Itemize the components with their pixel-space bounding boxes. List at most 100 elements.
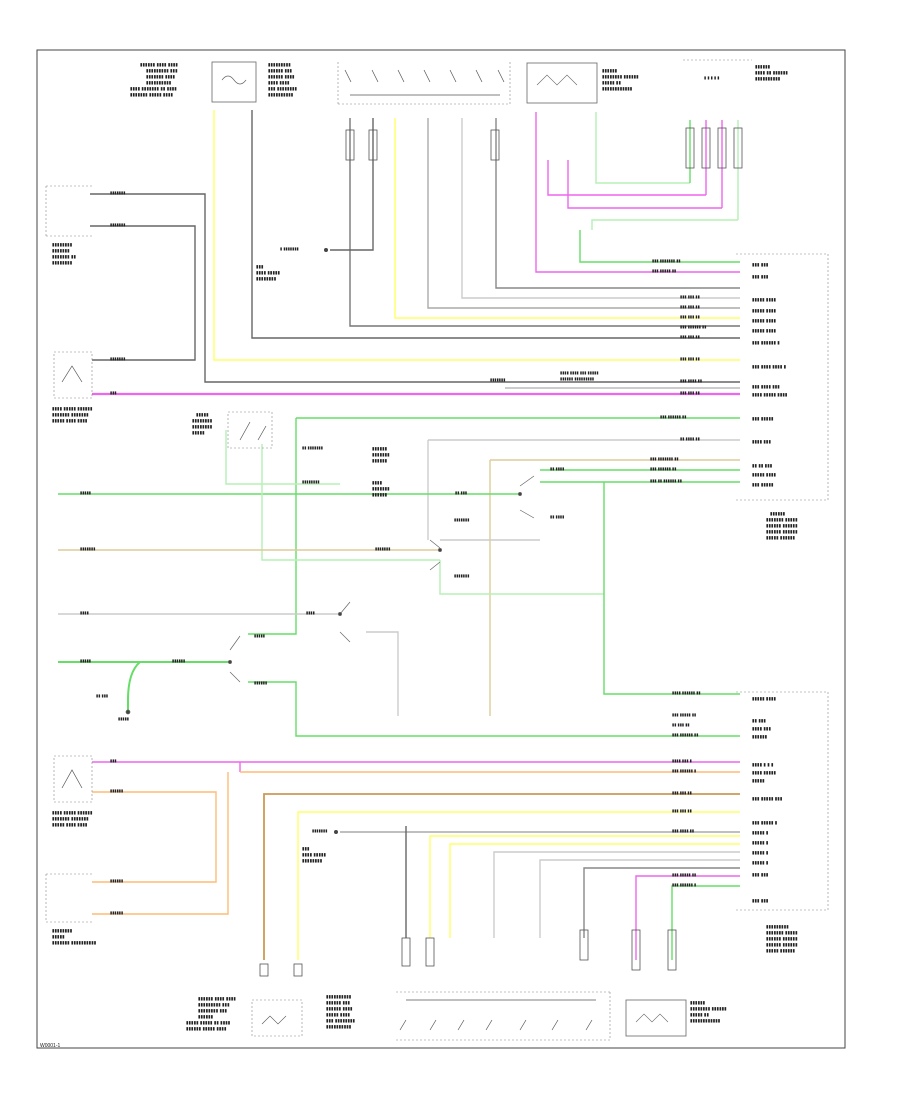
diagram-mark: [685, 127, 695, 169]
selector-switch-upper: ▮▮▮▮▮▮▮▮ ▮▮▮▮▮▮▮ ▮▮▮▮▮▮▮ ▮▮ ▮▮▮▮▮▮▮▮: [45, 185, 92, 265]
fuel-level-sensor-upper: ▮▮▮▮ ▮▮▮▮▮ ▮▮▮▮▮▮ ▮▮▮▮▮▮▮ ▮▮▮▮▮▮▮ ▮▮▮▮▮ …: [52, 351, 93, 423]
diagram-mark: ▮▮▮▮▮▮: [602, 68, 618, 73]
diagram-mark: ▮▮▮▮▮▮: [752, 734, 768, 739]
diagram-mark: ▮▮▮▮▮▮: [110, 910, 123, 915]
connector-stubs: [259, 127, 743, 977]
diagram-mark: ▮▮▮▮ ▮▮▮▮▮: [256, 270, 280, 275]
diagram-mark: [259, 963, 269, 977]
diagram-mark: ▮▮ ▮▮▮: [752, 718, 766, 723]
diagram-mark: ▮▮▮▮▮ ▮▮▮▮: [752, 696, 776, 701]
diagram-mark: ▮▮▮▮▮▮▮▮: [52, 242, 73, 247]
diagram-mark: ▮▮▮▮▮: [118, 716, 129, 721]
diagram-mark: [53, 351, 93, 399]
diagram-mark: ▮▮▮▮ ▮▮▮▮▮: [302, 852, 326, 857]
diagram-mark: ▮▮▮▮▮▮▮▮▮: [766, 924, 789, 929]
diagram-mark: ▮▮▮▮▮▮▮▮: [256, 276, 277, 281]
wire-gray-6: [366, 631, 399, 716]
control-module-upper: ▮▮▮ ▮▮▮ ▮▮▮ ▮▮▮ ▮▮▮▮▮ ▮▮▮▮ ▮▮▮▮▮ ▮▮▮▮ ▮▮…: [736, 253, 829, 540]
diagram-mark: ▮▮▮ ▮▮▮▮▮▮▮ ▮▮: [652, 258, 681, 263]
diagram-mark: ▮▮▮: [110, 758, 117, 763]
diagram-mark: [251, 999, 303, 1037]
diagram-mark: [536, 74, 578, 86]
diagram-mark: [338, 612, 342, 616]
diagram-mark: [526, 62, 598, 104]
wire-pink-8: [635, 875, 740, 960]
diagram-mark: ▮▮▮▮ ▮▮▮▮▮ ▮▮▮▮▮▮: [52, 406, 93, 411]
diagram-mark: ▮▮▮▮▮▮▮ ▮▮▮▮▮ ▮▮▮▮: [130, 92, 173, 97]
footer-code: W0001-1: [40, 1043, 61, 1049]
diagram-mark: ▮▮▮▮▮▮: [198, 1014, 214, 1019]
diagram-mark: ▮▮▮▮▮▮▮: [490, 377, 505, 382]
diagram-mark: ▮▮▮ ▮▮▮: [752, 274, 769, 279]
diagram-mark: ▮▮▮▮▮▮ ▮▮▮▮: [268, 74, 295, 79]
wire-yellow-3: [297, 811, 740, 960]
diagram-mark: ▮▮▮▮▮ ▮: [752, 860, 769, 865]
diagram-mark: ▮▮▮▮▮▮▮: [375, 546, 390, 551]
diagram-mark: [339, 601, 351, 643]
diagram-mark: ▮▮▮ ▮▮▮▮▮▮ ▮▮: [660, 414, 686, 419]
diagram-mark: ▮▮▮▮▮▮: [172, 658, 185, 663]
diagram-mark: [334, 830, 338, 834]
diagram-mark: ▮▮▮▮▮▮▮▮▮▮: [146, 80, 172, 85]
relay-switch-mid: ▮▮▮▮▮ ▮▮▮▮▮▮▮▮ ▮▮▮▮▮▮▮▮ ▮▮▮▮▮ ▮▮▮▮▮▮ ▮▮▮…: [192, 411, 390, 497]
diagram-mark: ▮▮▮▮: [372, 480, 383, 485]
wire-pink-1: [535, 112, 740, 273]
diagram-mark: ▮▮▮▮▮ ▮: [752, 830, 769, 835]
diagram-mark: ▮▮▮▮ ▮▮▮▮▮: [752, 770, 776, 775]
diagram-mark: ▮▮▮▮▮▮ ▮▮▮▮▮▮: [766, 936, 798, 941]
diagram-mark: ▮▮▮▮▮ ▮▮▮▮▮▮: [766, 535, 796, 540]
diagram-mark: ▮▮▮▮▮▮▮: [312, 828, 327, 833]
diagram-mark: ▮▮▮▮▮▮: [372, 446, 388, 451]
diagram-mark: ▮▮▮▮▮▮▮▮▮▮: [326, 994, 352, 999]
diagram-mark: ▮▮▮▮▮▮ ▮▮▮▮▮▮▮▮▮: [560, 376, 594, 381]
diagram-mark: ▮▮▮▮ ▮▮▮▮ ▮▮▮ ▮▮▮▮▮: [560, 370, 599, 375]
diagram-mark: [53, 755, 93, 803]
diagram-mark: ▮▮▮▮▮▮▮: [110, 190, 125, 195]
selector-switch-lower: ▮▮▮▮▮▮▮▮ ▮▮▮▮▮ ▮▮▮▮▮▮▮ ▮▮▮▮▮▮▮▮▮▮: [45, 873, 97, 945]
diagram-mark: ▮▮▮▮▮▮▮▮: [192, 424, 213, 429]
diagram-mark: ▮▮▮▮▮▮: [770, 511, 786, 516]
diagram-mark: [239, 421, 267, 441]
diagram-mark: ▮▮▮▮▮▮▮▮▮ ▮▮▮: [146, 68, 178, 73]
wire-orange-3: [92, 772, 229, 915]
diagram-mark: ▮▮▮▮▮: [52, 934, 65, 939]
wire-orange-2: [92, 791, 217, 883]
diagram-mark: ▮▮▮▮▮ ▮: [752, 850, 769, 855]
diagram-mark: ▮▮▮▮▮▮: [690, 1000, 706, 1005]
diagram-mark: ▮▮▮▮▮: [752, 778, 765, 783]
diagram-mark: ▮▮▮ ▮▮▮▮▮ ▮▮: [652, 268, 676, 273]
diagram-mark: [368, 129, 378, 161]
diagram-mark: [701, 127, 711, 169]
diagram-mark: ▮▮▮▮: [80, 610, 89, 615]
diagram-mark: [625, 999, 687, 1037]
diagram-mark: ▮▮▮ ▮▮▮▮▮▮▮▮: [326, 1018, 356, 1023]
diagram-mark: ▮▮▮▮▮▮▮: [110, 356, 125, 361]
diagram-mark: ▮▮▮ ▮▮▮▮▮: [752, 482, 774, 487]
diagram-mark: ▮▮▮▮ ▮▮▮: [752, 726, 771, 731]
wire-green-11b: [439, 560, 604, 595]
diagram-mark: ▮▮▮▮▮▮▮▮▮ ▮▮▮: [198, 1002, 230, 1007]
diagram-mark: [399, 1019, 593, 1031]
wire-black-1: [251, 110, 740, 339]
diagram-mark: ▮▮▮▮ ▮▮▮▮: [268, 80, 290, 85]
diagram-mark: ▮▮▮ ▮▮▮▮▮▮ ▮: [752, 340, 780, 345]
wire-green-14: [248, 681, 740, 737]
diagram-mark: ▮▮▮▮ ▮▮▮▮▮▮ ▮▮: [672, 690, 701, 695]
diagram-mark: ▮▮▮▮ ▮ ▮ ▮: [752, 762, 774, 767]
diagram-mark: ▮▮▮▮▮▮▮▮ ▮▮▮▮▮▮: [690, 1006, 727, 1011]
diagram-mark: ▮▮▮ ▮▮▮▮ ▮▮: [680, 378, 702, 383]
diagram-mark: ▮▮▮▮▮▮ ▮▮▮▮ ▮▮▮▮: [198, 996, 236, 1001]
wire-gray-1: [427, 118, 740, 309]
diagram-mark: [429, 539, 441, 571]
diagram-mark: ▮▮▮ ▮▮▮▮▮ ▮: [752, 820, 778, 825]
diagram-mark: ▮▮▮▮▮▮▮: [454, 573, 469, 578]
wire-green-2: [579, 230, 740, 263]
diagram-mark: [635, 1013, 669, 1023]
diagram-mark: ▮▮▮▮▮▮: [254, 680, 267, 685]
diagram-mark: ▮▮▮ ▮▮▮: [752, 262, 769, 267]
diagram-mark: ▮▮▮▮▮▮▮: [110, 222, 125, 227]
ground-symbol-lower: ▮▮▮ ▮▮▮▮ ▮▮▮▮▮ ▮▮▮▮▮▮▮▮: [302, 830, 338, 863]
diagram-mark: ▮▮▮▮▮▮▮▮▮▮▮▮: [690, 1018, 721, 1023]
diagram-mark: ▮▮▮ ▮▮▮ ▮▮: [680, 314, 700, 319]
